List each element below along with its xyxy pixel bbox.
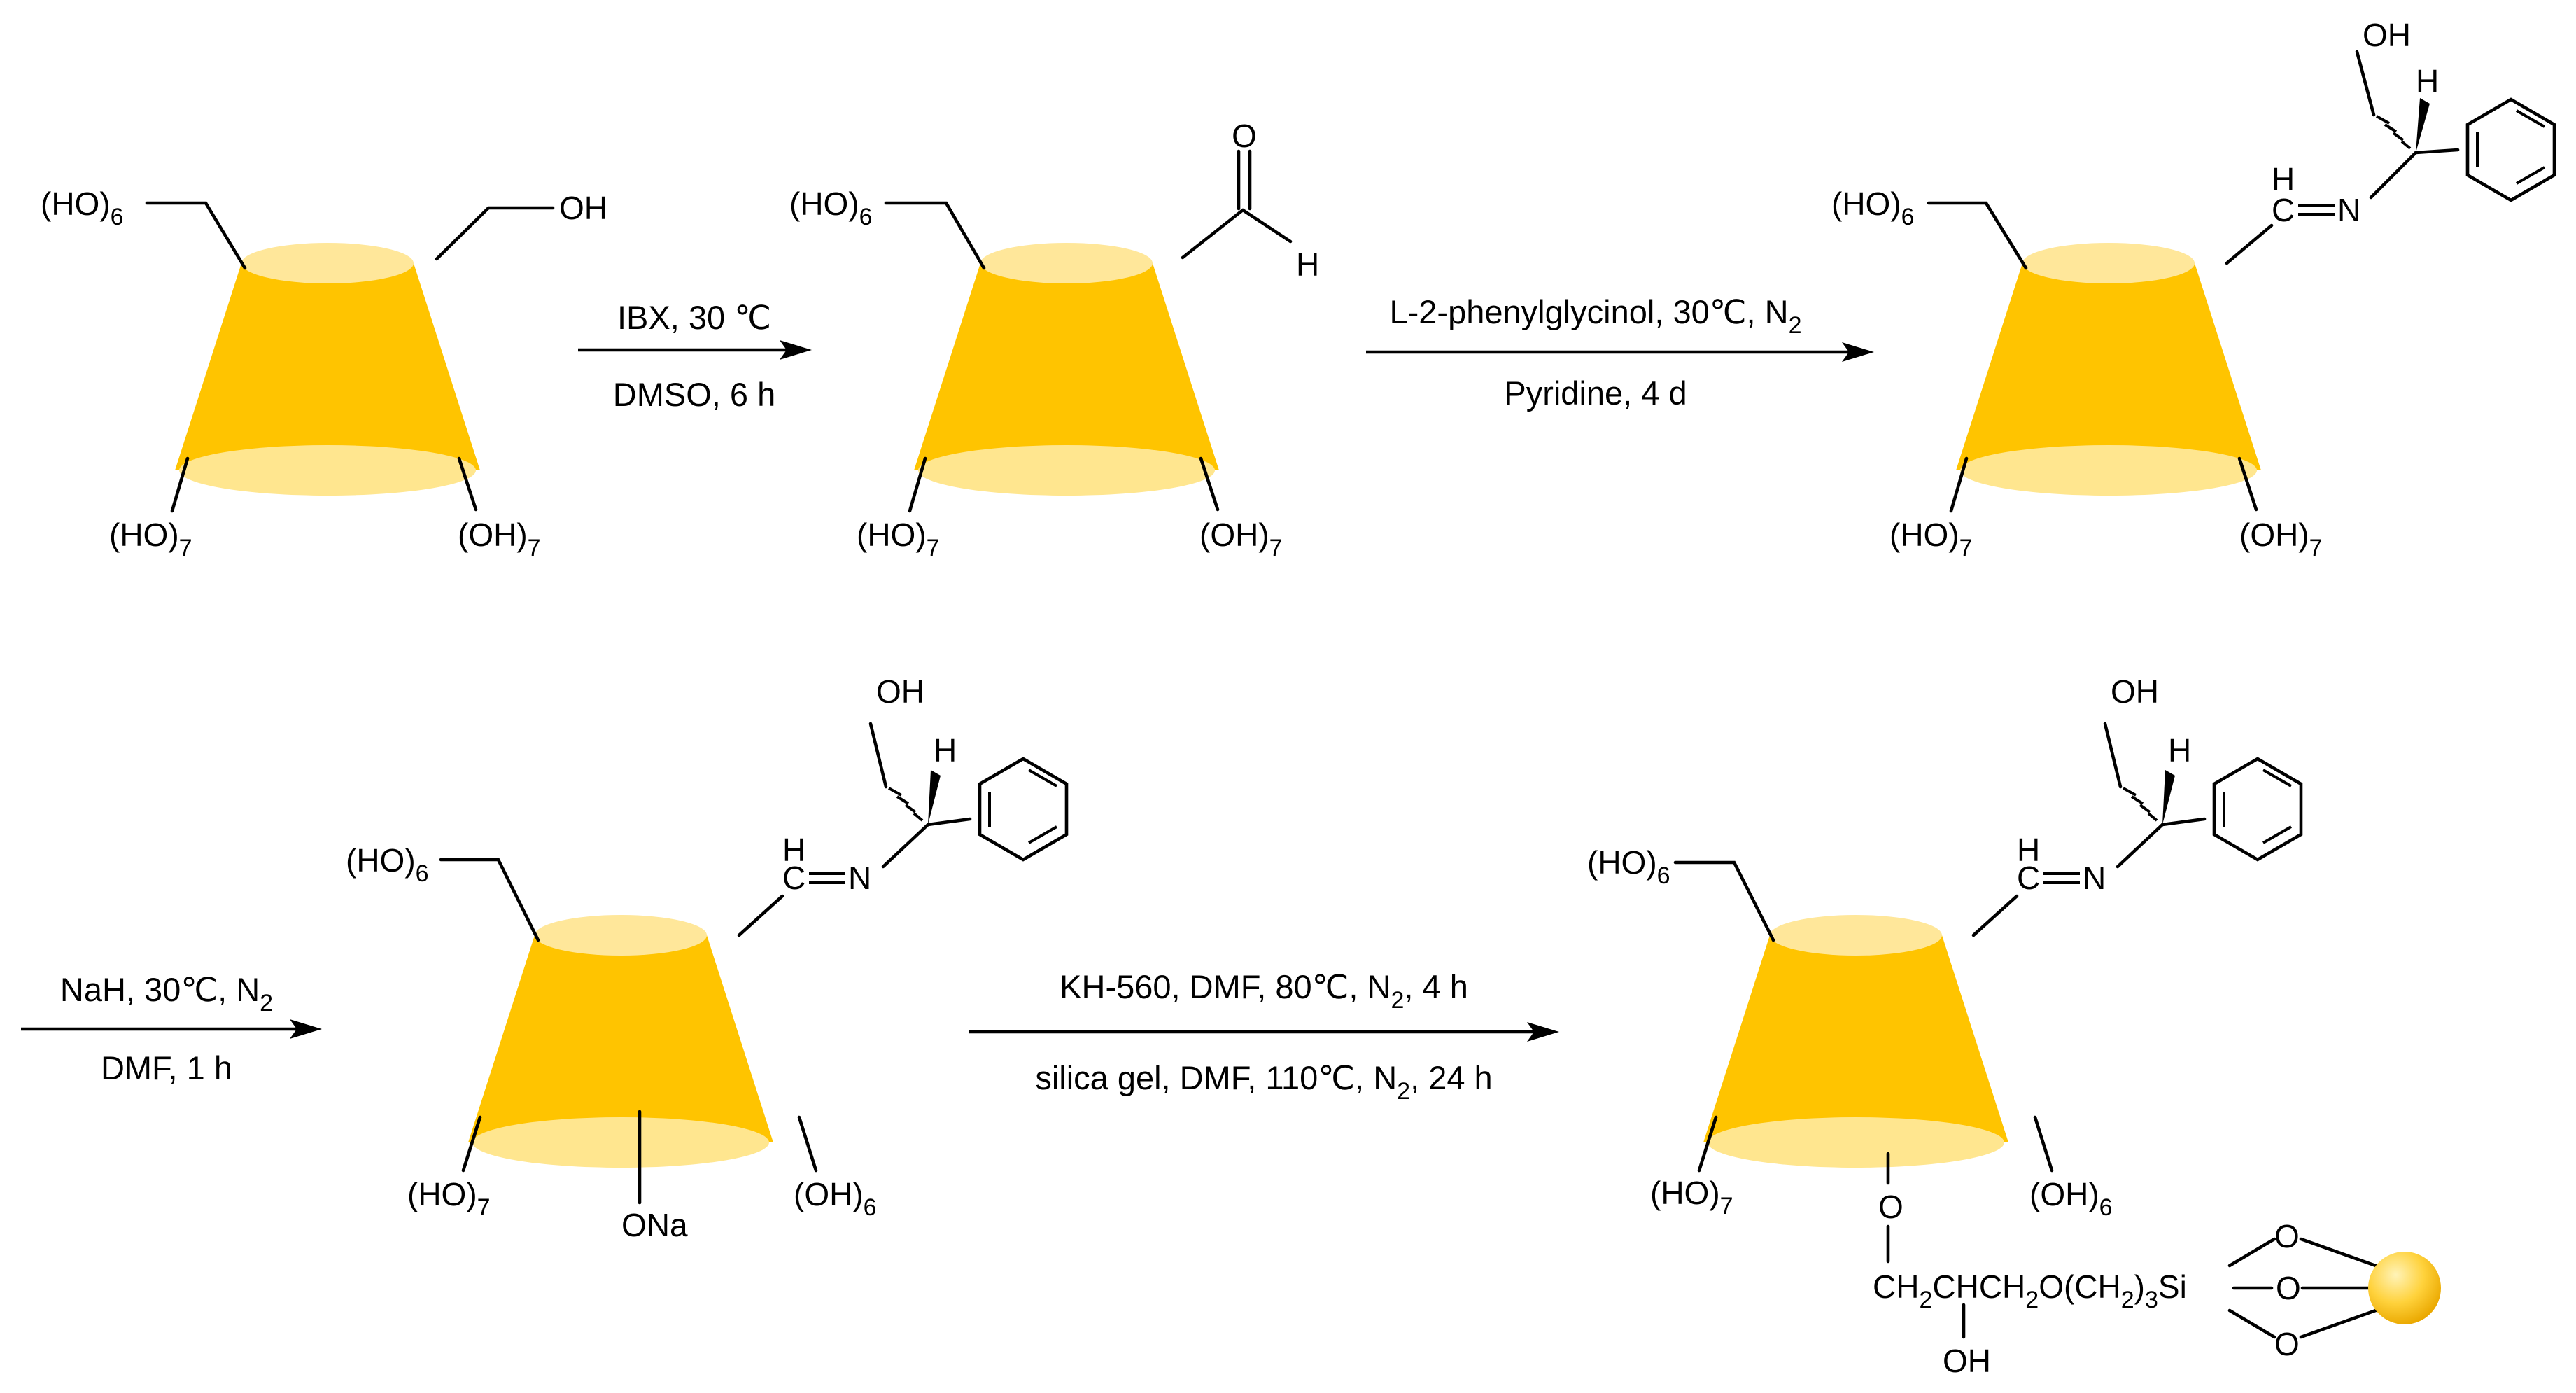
molecule-5-silica-bonded: (HO)6 H C N H OH (HO)7 (OH)6 O CH2CHCH2O… bbox=[1587, 673, 2441, 1379]
step-1-conditions-below: DMSO, 6 h bbox=[613, 376, 775, 413]
svg-text:OH: OH bbox=[876, 673, 924, 710]
step-4-conditions-below: silica gel, DMF, 110℃, N2, 24 h bbox=[1035, 1059, 1492, 1105]
svg-text:(HO)6: (HO)6 bbox=[789, 186, 873, 230]
svg-text:H: H bbox=[2168, 732, 2191, 769]
cyclodextrin-cone-icon bbox=[1956, 243, 2261, 496]
reaction-arrow-4: KH-560, DMF, 80℃, N2, 4 h silica gel, DM… bbox=[969, 968, 1559, 1105]
step-1-conditions-above: IBX, 30 ℃ bbox=[617, 299, 771, 336]
cyclodextrin-cone-icon bbox=[175, 243, 480, 496]
svg-text:(OH)7: (OH)7 bbox=[458, 517, 541, 561]
svg-text:(HO)6: (HO)6 bbox=[1587, 844, 1670, 889]
stereo-wedge-icon bbox=[2162, 770, 2175, 825]
phenyl-ring-icon bbox=[2214, 759, 2301, 860]
svg-text:(HO)6: (HO)6 bbox=[1831, 186, 1915, 230]
reaction-arrow-3: NaH, 30℃, N2 DMF, 1 h bbox=[21, 971, 322, 1086]
svg-text:(HO)7: (HO)7 bbox=[1650, 1175, 1733, 1219]
svg-text:(OH)6: (OH)6 bbox=[794, 1176, 877, 1221]
label-imine-h: H bbox=[2272, 161, 2295, 197]
label-ona: ONa bbox=[621, 1207, 688, 1243]
label-ho: (HO) bbox=[41, 186, 111, 222]
svg-text:(HO)7: (HO)7 bbox=[857, 517, 940, 561]
svg-text:O: O bbox=[2276, 1270, 2301, 1306]
molecule-4-alkoxide: (HO)6 H C N H OH (HO)7 ONa (OH)6 bbox=[346, 673, 1067, 1243]
step-3-conditions-below: DMF, 1 h bbox=[101, 1049, 232, 1086]
molecule-3-imine: (HO)6 H C N H OH (HO)7 (OH)7 bbox=[1831, 17, 2554, 561]
cyclodextrin-cone-icon bbox=[468, 915, 773, 1168]
svg-text:(OH)6: (OH)6 bbox=[2029, 1176, 2113, 1221]
svg-text:(OH)7: (OH)7 bbox=[2239, 517, 2323, 561]
step-4-conditions-above: KH-560, DMF, 80℃, N2, 4 h bbox=[1060, 968, 1468, 1014]
step-3-conditions-above: NaH, 30℃, N2 bbox=[60, 971, 273, 1016]
svg-text:H: H bbox=[934, 732, 957, 769]
reaction-arrow-1: IBX, 30 ℃ DMSO, 6 h bbox=[578, 299, 812, 413]
phenyl-ring-icon bbox=[2468, 99, 2554, 200]
label-imine-n: N bbox=[2337, 192, 2360, 228]
label-o: O bbox=[1232, 118, 1257, 154]
svg-text:(HO)6: (HO)6 bbox=[41, 186, 124, 230]
svg-text:(HO)6: (HO)6 bbox=[346, 842, 429, 887]
svg-text:C: C bbox=[2272, 192, 2295, 228]
svg-text:O: O bbox=[2274, 1218, 2300, 1254]
svg-text:N: N bbox=[848, 860, 871, 896]
svg-text:(HO)7: (HO)7 bbox=[1889, 517, 1973, 561]
molecule-1-cyclodextrin: (HO)6 OH (HO)7 (OH)7 bbox=[41, 186, 607, 561]
svg-text:(HO)7: (HO)7 bbox=[109, 517, 192, 561]
svg-text:H: H bbox=[2017, 832, 2040, 868]
stereo-wedge-icon bbox=[2416, 98, 2430, 153]
linker-chain: CH2CHCH2O(CH2)3Si bbox=[1873, 1268, 2187, 1313]
svg-text:N: N bbox=[2083, 860, 2106, 896]
svg-text:OH: OH bbox=[2363, 17, 2411, 53]
label-h: H bbox=[1296, 246, 1319, 283]
label-linker-oh: OH bbox=[1943, 1343, 1991, 1379]
svg-text:H: H bbox=[2416, 63, 2439, 99]
svg-text:H: H bbox=[782, 832, 805, 868]
hash-bond bbox=[888, 787, 924, 822]
svg-text:(HO)7: (HO)7 bbox=[407, 1176, 491, 1221]
cyclodextrin-cone-icon bbox=[1703, 915, 2008, 1168]
svg-text:OH: OH bbox=[2111, 673, 2159, 710]
svg-text:C: C bbox=[782, 860, 805, 896]
phenyl-ring-icon bbox=[980, 759, 1067, 860]
stereo-wedge-icon bbox=[928, 770, 941, 825]
label-oh: OH bbox=[559, 190, 607, 226]
molecule-2-aldehyde: (HO)6 O H (HO)7 (OH)7 bbox=[789, 118, 1319, 561]
silica-particle-icon bbox=[2368, 1252, 2441, 1324]
svg-text:C: C bbox=[2017, 860, 2040, 896]
hash-bond bbox=[2376, 115, 2412, 150]
step-2-conditions-below: Pyridine, 4 d bbox=[1504, 374, 1687, 412]
cyclodextrin-cone-icon bbox=[914, 243, 1219, 496]
reaction-arrow-2: L-2-phenylglycinol, 30℃, N2 Pyridine, 4 … bbox=[1366, 293, 1874, 412]
hash-bond bbox=[2123, 787, 2158, 822]
label-linker-o: O bbox=[1878, 1189, 1903, 1225]
svg-text:O: O bbox=[2274, 1326, 2300, 1362]
step-2-conditions-above: L-2-phenylglycinol, 30℃, N2 bbox=[1390, 293, 1802, 339]
sub-6: 6 bbox=[111, 204, 124, 230]
svg-text:(OH)7: (OH)7 bbox=[1199, 517, 1283, 561]
